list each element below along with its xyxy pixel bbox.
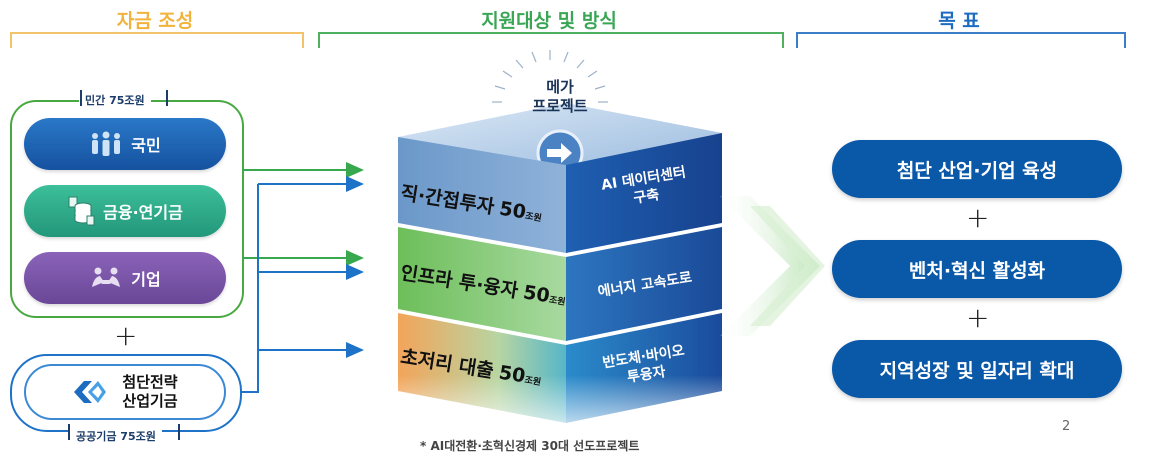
goal-advanced-industry: 첨단 산업·기업 육성 — [832, 140, 1122, 198]
fund-source-companies-label: 기업 — [131, 270, 161, 289]
big-chevron-arrow — [720, 196, 825, 336]
connector-arrows — [240, 162, 364, 393]
mega-project-line2: 프로젝트 — [532, 96, 588, 115]
sunburst-icon — [492, 50, 608, 103]
plus-sign-goal-2: + — [966, 301, 990, 334]
funding-header-bracket — [10, 32, 304, 48]
public-badge-tick-right — [178, 424, 180, 440]
plus-sign-goal-1: + — [966, 201, 990, 234]
private-badge-tick-right — [166, 90, 168, 106]
goal-venture-innovation: 벤처·혁신 활성화 — [832, 240, 1122, 298]
side-ai-line2: 구축 — [632, 187, 661, 207]
private-badge-tick-left — [80, 90, 82, 106]
slab-investment-amount: 50 — [497, 197, 528, 224]
support-stack — [398, 50, 722, 435]
fund-source-finance: 금융·연기금 — [24, 185, 226, 237]
public-fund-inner: 첨단전략 산업기금 — [24, 364, 226, 420]
public-fund-name-line2: 산업기금 — [122, 392, 178, 410]
slab-loan-amount: 50 — [497, 361, 527, 388]
public-fund-badge: 공공기금 75조원 — [70, 428, 162, 444]
page-number: 2 — [1062, 419, 1071, 434]
fund-logo-icon — [72, 378, 108, 406]
public-badge-tick-left — [68, 424, 70, 440]
public-fund-name-line1: 첨단전략 — [122, 372, 178, 391]
mega-project-label: 메가 프로젝트 — [500, 78, 620, 116]
people-icon — [89, 130, 123, 158]
fund-source-citizens-label: 국민 — [131, 136, 161, 155]
footnote: * AI대전환·초혁신경제 30대 선도프로젝트 — [420, 439, 640, 453]
blue-branch-line — [240, 184, 259, 393]
private-fund-badge: 민간 75조원 — [79, 92, 151, 108]
plus-sign-funds: + — [114, 319, 138, 352]
goals-header-bracket — [796, 32, 1126, 48]
support-header-bracket — [318, 32, 784, 48]
goal-regional-growth: 지역성장 및 일자리 확대 — [832, 340, 1122, 398]
fund-source-citizens: 국민 — [24, 118, 226, 170]
slab-investment-unit: 조원 — [524, 211, 543, 225]
database-icon — [67, 196, 95, 226]
funding-header: 자금 조성 — [116, 10, 194, 32]
slab-loan-unit: 조원 — [523, 375, 542, 389]
fund-source-companies: 기업 — [24, 252, 226, 304]
fund-source-finance-label: 금융·연기금 — [103, 203, 183, 222]
mega-project-line1: 메가 — [546, 78, 574, 96]
support-header: 지원대상 및 방식 — [481, 10, 617, 32]
handshake-icon — [89, 265, 123, 291]
goals-header: 목 표 — [938, 10, 980, 32]
slab-infrastructure-unit: 조원 — [548, 295, 567, 308]
slab-infrastructure-amount: 50 — [521, 281, 552, 308]
